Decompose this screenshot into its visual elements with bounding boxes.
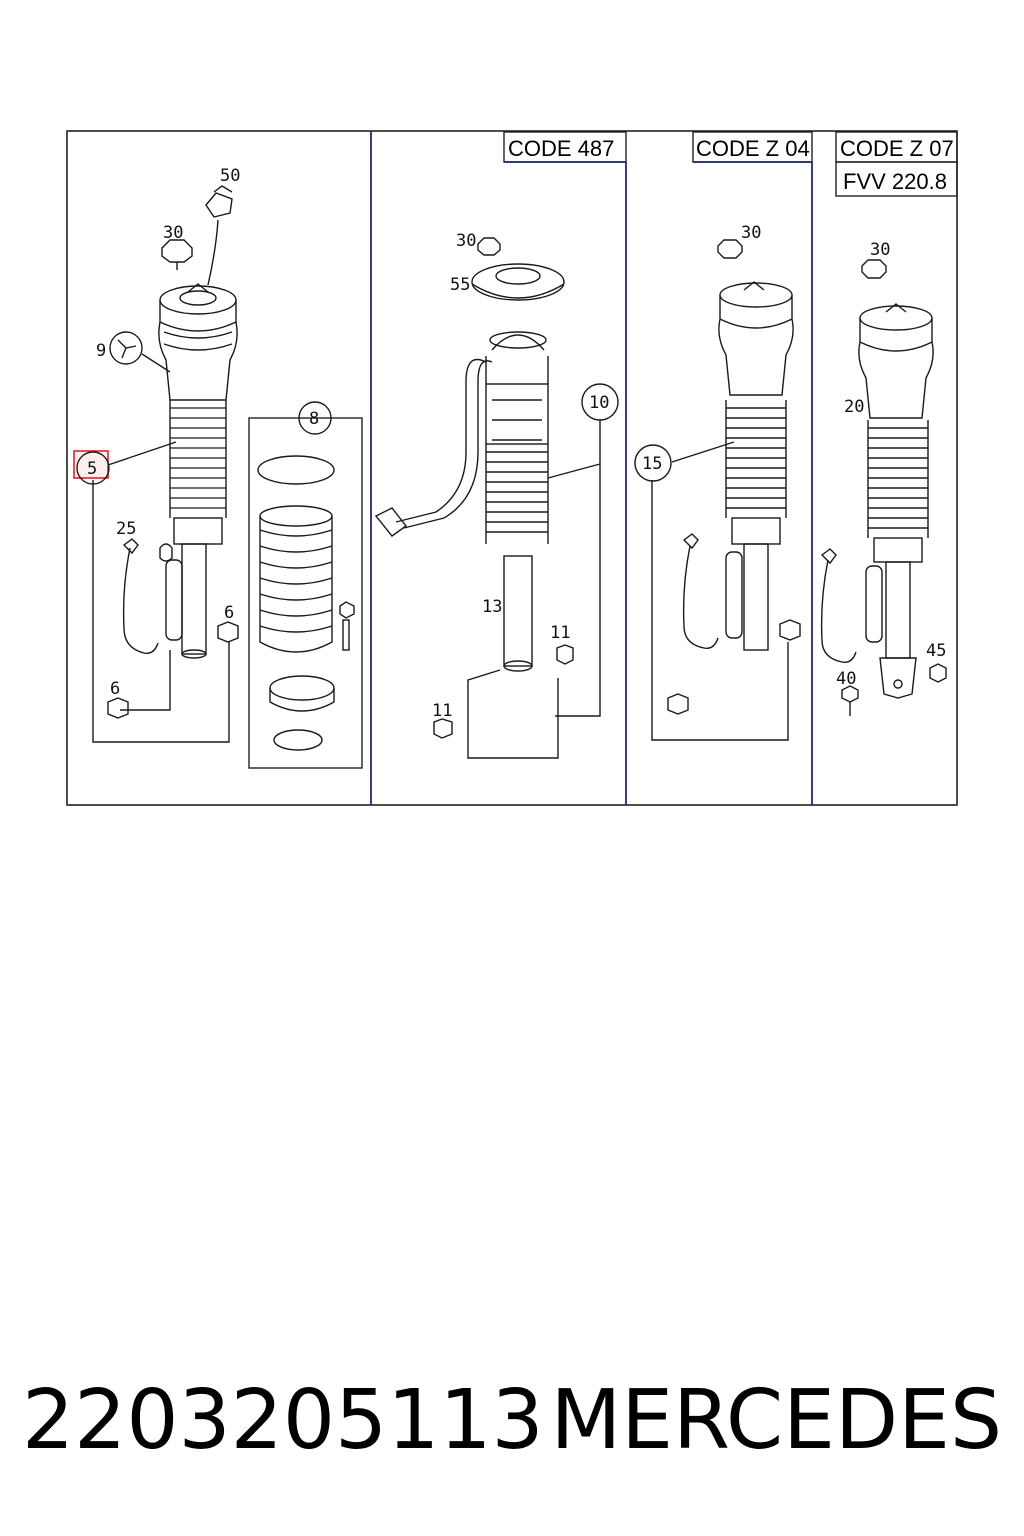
strut-assembly-2 (374, 237, 601, 759)
label-p4-40: 40 (836, 669, 856, 689)
label-p2-55: 55 (450, 275, 470, 295)
label-p1-6b: 6 (110, 679, 120, 699)
part-number: 2203205113 (22, 1372, 544, 1468)
kit-8 (248, 417, 363, 769)
brand-name: MERCEDES (550, 1372, 1002, 1468)
strut-assembly-3 (651, 239, 801, 741)
strut-assembly-1 (92, 185, 239, 743)
label-p1-30: 30 (163, 223, 183, 243)
callout-circle-10 (581, 383, 619, 421)
label-p2-13: 13 (482, 597, 502, 617)
label-p1-6a: 6 (224, 603, 234, 623)
label-p2-11a: 11 (550, 623, 570, 643)
code-z04-label: CODE Z 04 (696, 136, 810, 161)
label-p3-30: 30 (741, 223, 761, 243)
label-p1-8: 8 (309, 409, 319, 429)
callout-circle-5 (76, 451, 110, 485)
label-p4-45: 45 (926, 641, 946, 661)
label-p2-11b: 11 (432, 701, 452, 721)
label-p1-5: 5 (87, 459, 97, 479)
label-p4-20: 20 (844, 397, 864, 417)
diagram-frame (66, 130, 958, 806)
label-p2-10: 10 (589, 393, 609, 413)
callout-circle-8 (298, 401, 332, 435)
callout-circle-15 (634, 444, 672, 482)
label-p1-50: 50 (220, 166, 240, 186)
footer: 2203205113 MERCEDES (0, 1360, 1024, 1480)
fvv-box (835, 161, 958, 197)
strut-assembly-4 (820, 259, 947, 716)
fvv-label: FVV 220.8 (843, 169, 947, 194)
label-p2-30: 30 (456, 231, 476, 251)
code-z07-label: CODE Z 07 (840, 136, 954, 161)
label-p3-15: 15 (642, 454, 662, 474)
label-p1-25: 25 (116, 519, 136, 539)
label-p1-9: 9 (96, 341, 106, 361)
label-p4-30: 30 (870, 240, 890, 260)
code-487-label: CODE 487 (508, 136, 614, 161)
